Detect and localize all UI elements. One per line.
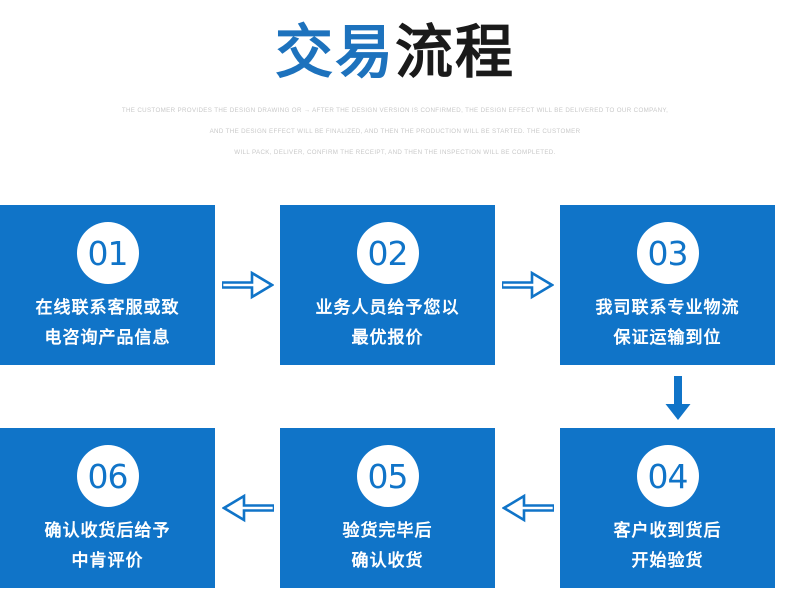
flow-row-bottom: 06 确认收货后给予 中肯评价 05 验货完毕后 确认收货 [0, 428, 790, 588]
step-badge-05: 05 [356, 445, 419, 507]
subtitle-line-3: WILL PACK, DELIVER, CONFIRM THE RECEIPT,… [234, 149, 556, 156]
subtitle-line-2: AND THE DESIGN EFFECT WILL BE FINALIZED,… [209, 128, 581, 135]
step-text-06-line1: 确认收货后给予 [44, 521, 171, 541]
arrow-left-04-to-05 [495, 493, 560, 523]
step-text-01: 在线联系客服或致 电咨询产品信息 [36, 293, 180, 353]
step-text-05-line2: 确认收货 [351, 551, 424, 571]
step-text-02-line2: 最优报价 [351, 328, 424, 348]
page-title: 交易流程 [0, 18, 790, 86]
step-text-04: 客户收到货后 开始验货 [614, 516, 722, 576]
step-box-04[interactable]: 04 客户收到货后 开始验货 [560, 428, 775, 588]
step-text-02-line1: 业务人员给予您以 [315, 298, 460, 318]
step-text-04-line2: 开始验货 [631, 551, 704, 571]
step-badge-06: 06 [76, 445, 139, 507]
step-box-05[interactable]: 05 验货完毕后 确认收货 [280, 428, 495, 588]
header: 交易流程 THE CUSTOMER PROVIDES THE DESIGN DR… [0, 0, 790, 163]
step-box-02[interactable]: 02 业务人员给予您以 最优报价 [280, 205, 495, 365]
step-box-01[interactable]: 01 在线联系客服或致 电咨询产品信息 [0, 205, 215, 365]
step-number-04: 04 [647, 456, 689, 496]
step-text-06: 确认收货后给予 中肯评价 [45, 516, 171, 576]
step-text-01-line1: 在线联系客服或致 [35, 298, 180, 318]
page-title-blue: 交易 [274, 18, 395, 86]
subtitle-block: THE CUSTOMER PROVIDES THE DESIGN DRAWING… [0, 100, 790, 163]
step-number-06: 06 [87, 456, 129, 496]
step-text-02: 业务人员给予您以 最优报价 [316, 293, 460, 353]
arrow-down-icon [665, 376, 690, 420]
step-number-02: 02 [367, 233, 409, 273]
flow-diagram: 01 在线联系客服或致 电咨询产品信息 02 业务人员给予您以 最优报价 [0, 205, 790, 588]
arrow-down-03-to-04 [570, 370, 785, 428]
step-text-05-line1: 验货完毕后 [342, 521, 433, 541]
step-text-03: 我司联系专业物流 保证运输到位 [596, 293, 740, 353]
step-badge-02: 02 [356, 222, 419, 284]
step-text-03-line2: 保证运输到位 [613, 328, 722, 348]
step-box-03[interactable]: 03 我司联系专业物流 保证运输到位 [560, 205, 775, 365]
step-text-05: 验货完毕后 确认收货 [343, 516, 433, 576]
arrow-left-icon [221, 493, 274, 523]
step-number-03: 03 [647, 233, 689, 273]
step-text-04-line1: 客户收到货后 [613, 521, 722, 541]
flow-row-top: 01 在线联系客服或致 电咨询产品信息 02 业务人员给予您以 最优报价 [0, 205, 790, 365]
arrow-right-icon [501, 270, 554, 300]
arrow-right-icon [221, 270, 274, 300]
step-text-03-line1: 我司联系专业物流 [595, 298, 740, 318]
arrow-left-icon [501, 493, 554, 523]
step-box-06[interactable]: 06 确认收货后给予 中肯评价 [0, 428, 215, 588]
subtitle-line-1: THE CUSTOMER PROVIDES THE DESIGN DRAWING… [121, 107, 669, 114]
step-text-01-line2: 电咨询产品信息 [44, 328, 171, 348]
step-badge-04: 04 [636, 445, 699, 507]
step-badge-01: 01 [76, 222, 139, 284]
step-badge-03: 03 [636, 222, 699, 284]
arrow-right-01-to-02 [215, 270, 280, 300]
step-number-05: 05 [367, 456, 409, 496]
step-number-01: 01 [87, 233, 129, 273]
arrow-left-05-to-06 [215, 493, 280, 523]
page-title-dark: 流程 [395, 18, 516, 86]
step-text-06-line2: 中肯评价 [71, 551, 144, 571]
arrow-right-02-to-03 [495, 270, 560, 300]
